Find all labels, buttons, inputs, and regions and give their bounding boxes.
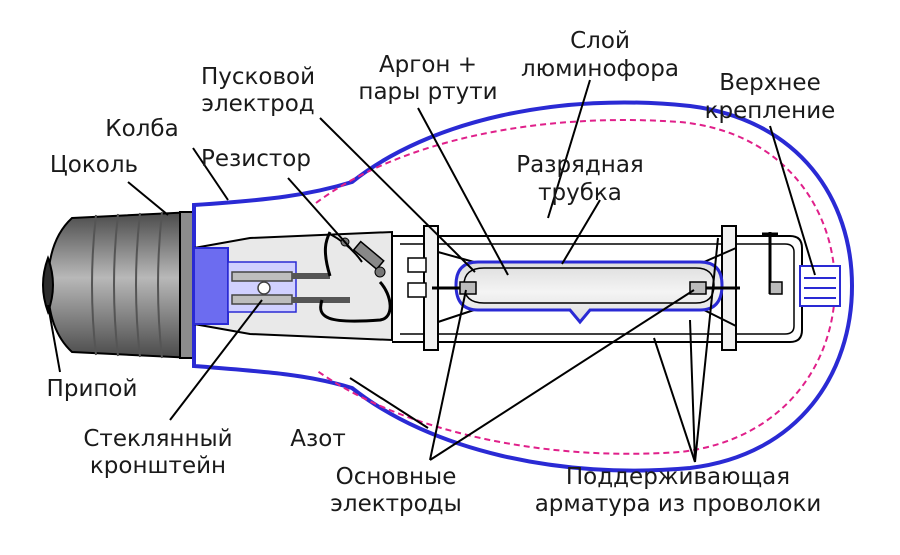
phosphor-layer [315,119,837,455]
label-top-mount-2: крепление [705,98,836,124]
label-resistor: Резистор [201,146,311,172]
label-solder: Припой [47,376,138,402]
discharge-tube [454,260,724,325]
label-nitrogen: Азот [290,426,345,452]
lead-wires [292,231,392,323]
leader-lines [47,79,816,463]
label-discharge-tube-1: Разрядная [516,152,644,178]
label-glass-bracket-1: Стеклянный [83,426,232,452]
label-start-electrode-2: электрод [201,91,314,117]
label-start-electrode-1: Пусковой [201,64,315,90]
label-base: Цоколь [50,152,138,178]
labels: Слой люминофора Аргон + пары ртути Пуско… [47,28,836,517]
label-main-electrodes-2: электроды [330,491,462,517]
label-discharge-tube-2: трубка [538,180,622,206]
glass-bracket [193,230,393,342]
label-phosphor-layer-1: Слой [570,28,630,54]
label-argon-1: Аргон + [379,52,477,78]
label-bulb: Колба [105,116,178,142]
lamp-base [42,210,195,360]
label-support-wire-1: Поддерживающая [566,464,790,490]
label-main-electrodes-1: Основные [336,464,457,490]
label-argon-2: пары ртути [358,79,497,105]
label-top-mount-1: Верхнее [719,70,820,96]
label-glass-bracket-2: кронштейн [90,453,226,479]
label-support-wire-2: арматура из проволоки [535,491,822,517]
label-phosphor-layer-2: люминофора [521,56,679,82]
top-mount [799,265,841,307]
